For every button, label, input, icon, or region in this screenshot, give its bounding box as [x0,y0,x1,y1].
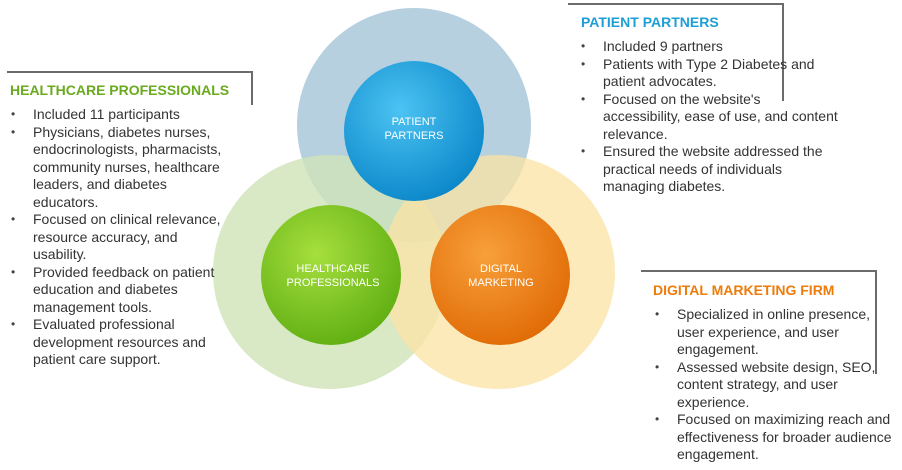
patient-partners-inner-circle [344,61,484,201]
list-item: Assessed website design, SEO, content st… [651,359,901,412]
patient-panel-list: Included 9 partners Patients with Type 2… [577,38,839,196]
list-item: Specialized in online presence, user exp… [651,306,901,359]
healthcare-panel-bracket [7,71,253,105]
healthcare-professionals-panel: HEALTHCARE PROFESSIONALS Included 11 par… [7,71,253,391]
healthcare-professionals-label-line1: HEALTHCARE [296,263,370,275]
healthcare-professionals-inner-circle [261,205,401,345]
list-item: Included 11 participants [7,106,229,124]
patient-partners-label-line2: PARTNERS [384,130,444,142]
healthcare-panel-list: Included 11 participants Physicians, dia… [7,106,229,369]
list-item: Focused on clinical relevance, resource … [7,211,229,264]
digital-marketing-label-line1: DIGITAL [480,263,522,275]
digital-marketing-panel: DIGITAL MARKETING FIRM Specialized in on… [641,270,892,465]
digital-panel-list: Specialized in online presence, user exp… [651,306,901,464]
list-item: Focused on the website's accessibility, … [577,91,839,144]
patient-partners-label-line1: PATIENT [391,116,437,128]
digital-panel-title: DIGITAL MARKETING FIRM [653,282,835,298]
healthcare-panel-title: HEALTHCARE PROFESSIONALS [10,82,230,98]
list-item: Ensured the website addressed the practi… [577,143,839,196]
list-item: Provided feedback on patient education a… [7,264,229,317]
list-item: Patients with Type 2 Diabetes and patien… [577,56,839,91]
digital-marketing-inner-circle [430,205,570,345]
healthcare-professionals-circle-label: HEALTHCARE PROFESSIONALS [287,262,380,290]
digital-marketing-circle-label: DIGITAL MARKETING [468,262,533,290]
digital-marketing-label-line2: MARKETING [468,277,534,289]
list-item: Evaluated professional development resou… [7,316,229,369]
patient-partners-panel: PATIENT PARTNERS Included 9 partners Pat… [568,3,838,203]
list-item: Included 9 partners [577,38,839,56]
list-item: Physicians, diabetes nurses, endocrinolo… [7,124,229,212]
healthcare-professionals-label-line2: PROFESSIONALS [286,277,380,289]
patient-panel-title: PATIENT PARTNERS [581,14,719,30]
list-item: Focused on maximizing reach and effectiv… [651,411,901,464]
patient-partners-circle-label: PATIENT PARTNERS [385,115,444,143]
